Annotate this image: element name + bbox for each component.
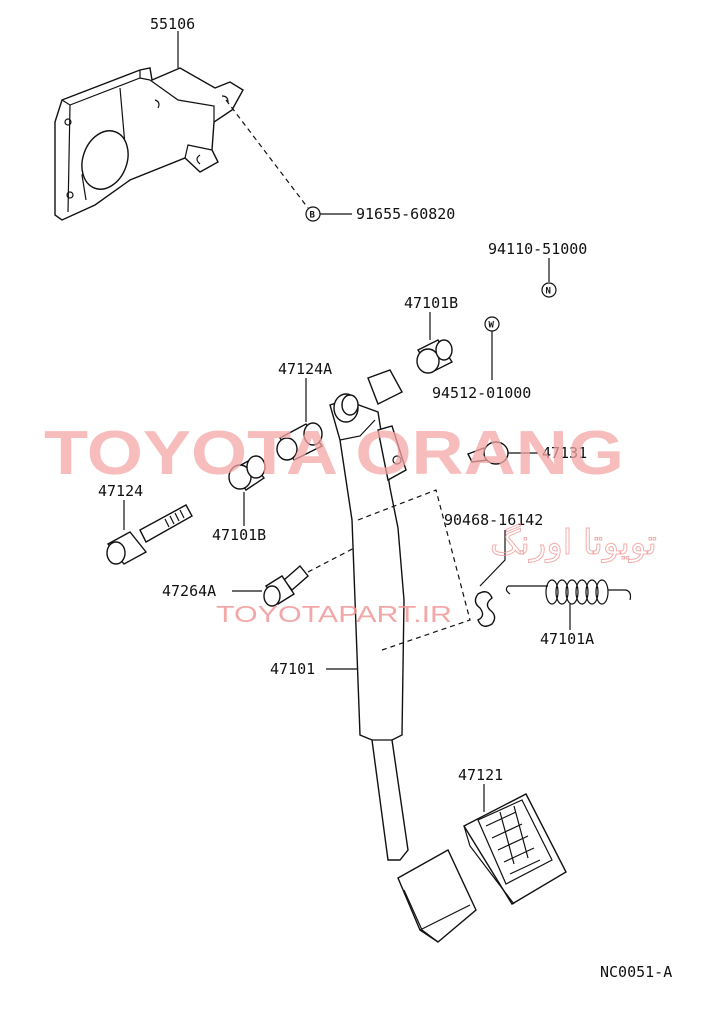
dashed-pin-axis: [307, 544, 361, 573]
label-47124: 47124: [98, 482, 143, 500]
spring-47101a: [505, 579, 632, 605]
marker-b: B: [310, 211, 316, 221]
pedal-bracket-55106: [54, 67, 244, 221]
label-47121: 47121: [458, 766, 503, 784]
marker-n: N: [546, 287, 551, 297]
label-47124a: 47124A: [278, 360, 332, 378]
clip-90468-16142: [474, 591, 496, 627]
label-90468-16142: 90468-16142: [444, 511, 543, 529]
label-94110-51000: 94110-51000: [488, 240, 587, 258]
dashed-leader-b: [225, 99, 309, 209]
diagram-code: NC0051-A: [600, 963, 672, 981]
watermark-persian: تویوتا اورنگ: [490, 523, 657, 563]
watermark-url: TOYOTAPART.IR: [216, 601, 452, 627]
label-47101b-left: 47101B: [212, 526, 266, 544]
pedal-arm-47101: [329, 369, 477, 943]
pin-47264a: [263, 564, 309, 607]
dashed-spring-region: [357, 489, 471, 651]
label-55106: 55106: [150, 15, 195, 33]
label-47101a: 47101A: [540, 630, 594, 648]
label-47101b-top: 47101B: [404, 294, 458, 312]
label-91655-60820: 91655-60820: [356, 205, 455, 223]
label-47101: 47101: [270, 660, 315, 678]
leader-90468: [479, 530, 506, 587]
bushing-47101b-top: [416, 339, 454, 374]
label-47131: 47131: [542, 444, 587, 462]
collar-47124a: [276, 422, 324, 461]
pedal-pad-47121: [463, 793, 567, 905]
watermark-brand: TOYOTA ORANG: [44, 419, 624, 488]
marker-n-circle: [541, 282, 557, 298]
stopper-47131: [467, 441, 509, 465]
bushing-47101b-left: [228, 455, 266, 491]
marker-w: W: [489, 321, 495, 331]
bolt-47124: [106, 504, 193, 565]
label-94512-01000: 94512-01000: [432, 384, 531, 402]
label-47264a: 47264A: [162, 582, 216, 600]
